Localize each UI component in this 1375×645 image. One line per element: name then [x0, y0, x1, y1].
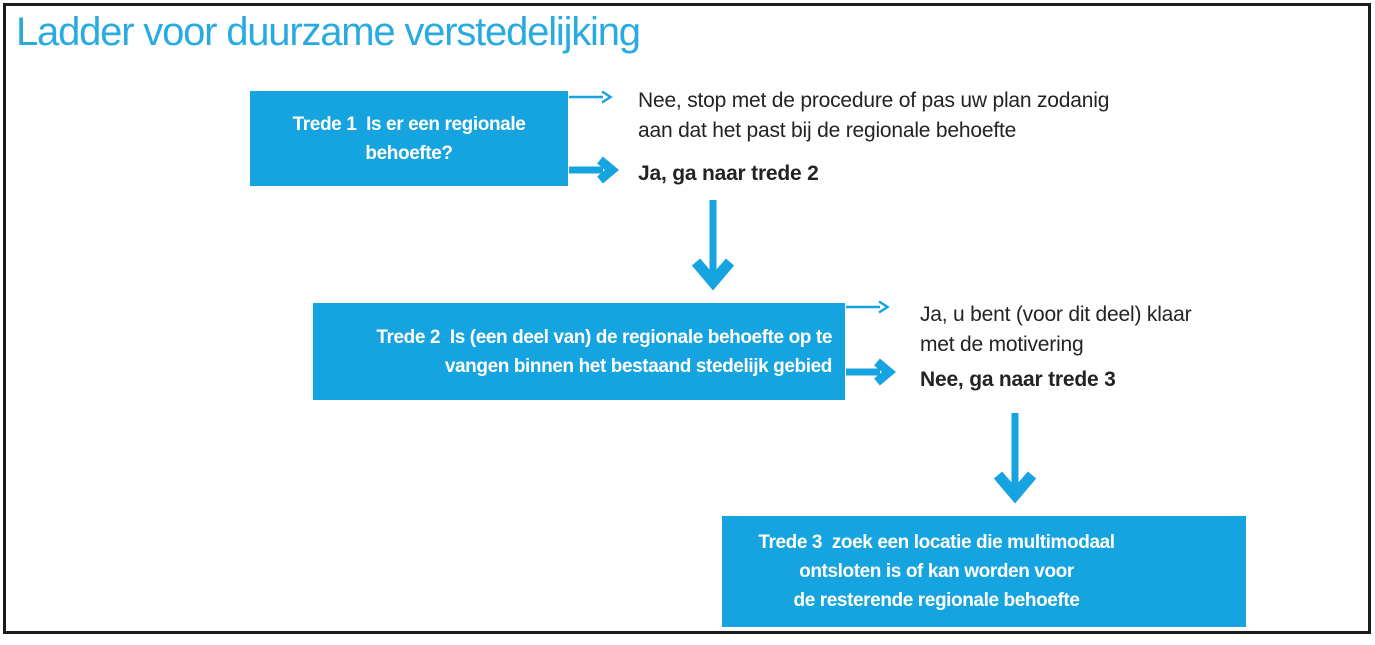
arrow-right-thick-icon: [846, 358, 896, 386]
trede3-box-line3: de resterende regionale behoefte: [793, 590, 1080, 611]
diagram-border: [3, 3, 1371, 634]
page-title: Ladder voor duurzame verstedelijking: [16, 10, 641, 54]
trede1-box: Trede 1 Is er een regionale behoefte?: [250, 91, 568, 186]
trede3-box: Trede 3 zoek een locatie die multimodaal…: [722, 516, 1246, 627]
arrow-right-thin-icon: [569, 89, 615, 105]
trede3-box-line1: Trede 3 zoek een locatie die multimodaal: [758, 532, 1115, 553]
trede2-box: Trede 2 Is (een deel van) de regionale b…: [313, 303, 845, 400]
trede1-box-line1: Trede 1 Is er een regionale: [292, 113, 526, 135]
trede2-no-label: Nee, ga naar trede 3: [920, 368, 1116, 391]
trede2-yes-text: Ja, u bent (voor dit deel) klaar met de …: [920, 300, 1192, 360]
trede1-no-text: Nee, stop met de procedure of pas uw pla…: [638, 86, 1109, 146]
trede1-box-line2: behoefte?: [365, 142, 453, 164]
arrow-right-thick-icon: [569, 156, 619, 184]
trede2-box-line1: Trede 2 Is (een deel van) de regionale b…: [376, 326, 832, 348]
arrow-down-icon: [691, 200, 735, 296]
trede1-no-line2: aan dat het past bij de regionale behoef…: [638, 119, 1017, 142]
trede2-yes-line1: Ja, u bent (voor dit deel) klaar: [920, 303, 1192, 326]
trede1-yes-text: Ja, ga naar trede 2: [638, 159, 819, 189]
trede1-yes-label: Ja, ga naar trede 2: [638, 162, 819, 185]
trede1-no-line1: Nee, stop met de procedure of pas uw pla…: [638, 89, 1110, 112]
trede2-no-text: Nee, ga naar trede 3: [920, 365, 1116, 395]
trede3-box-line2: ontsloten is of kan worden voor: [799, 561, 1074, 582]
arrow-right-thin-icon: [846, 299, 892, 315]
trede2-box-line2: vangen binnen het bestaand stedelijk geb…: [444, 355, 833, 377]
trede2-yes-line2: met de motivering: [920, 333, 1084, 356]
arrow-down-icon: [993, 413, 1037, 509]
